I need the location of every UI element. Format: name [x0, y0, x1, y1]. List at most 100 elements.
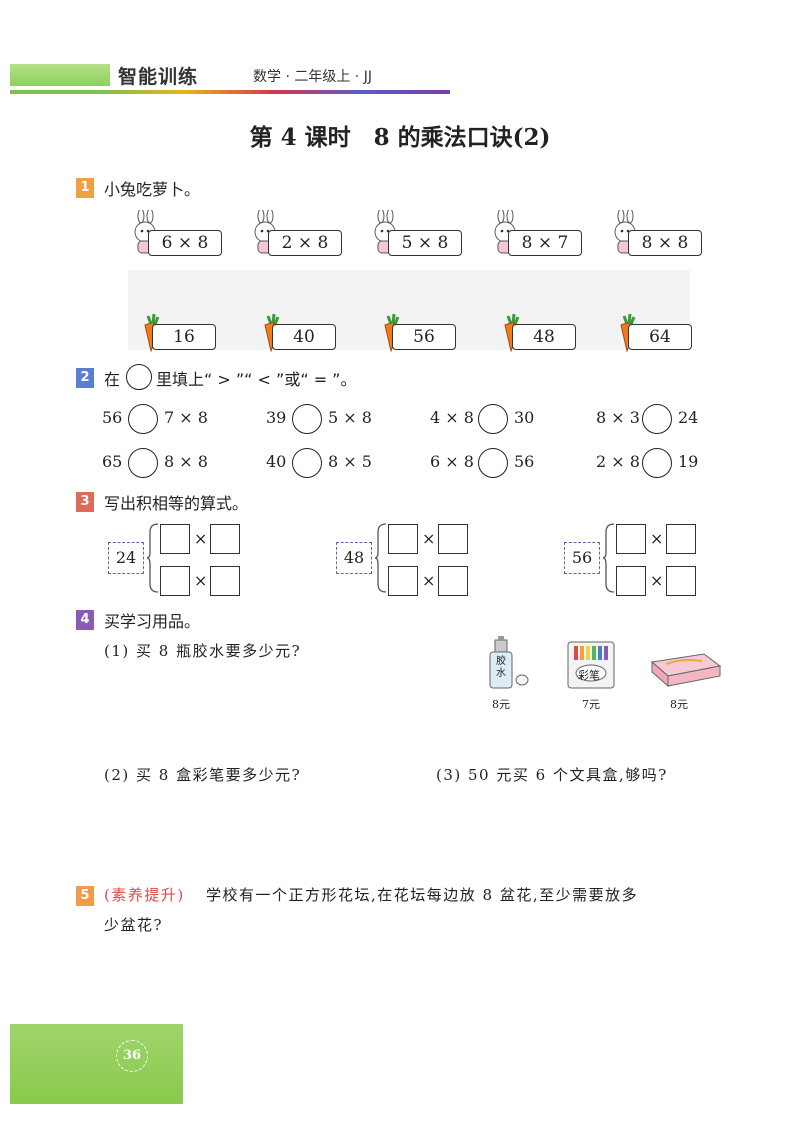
answer-circle[interactable] [478, 404, 508, 434]
rabbit-card: 6 × 8 [130, 210, 222, 258]
compare-right: 30 [514, 408, 535, 427]
book-subtitle: 数学 · 二年级上 · JJ [253, 69, 372, 85]
factor-box[interactable] [160, 524, 190, 554]
carrot-value: 64 [628, 324, 692, 350]
footer-green-block [10, 1024, 183, 1104]
answer-circle[interactable] [642, 448, 672, 478]
page-number: 36 [116, 1040, 148, 1072]
rabbit-card: 5 × 8 [370, 210, 462, 258]
factor-box[interactable] [210, 566, 240, 596]
pencil-case-icon [650, 653, 722, 688]
compare-right: 5 × 8 [328, 408, 372, 427]
answer-circle[interactable] [292, 404, 322, 434]
factor-box[interactable] [160, 566, 190, 596]
glue-label: 胶水 [496, 656, 506, 679]
carrot-value: 16 [152, 324, 216, 350]
rabbit-expression: 8 × 8 [628, 230, 702, 256]
times-sign: × [650, 571, 664, 590]
lesson-title: 第 4 课时 8 的乘法口诀(2) [249, 124, 551, 151]
carrot-card: 56 [378, 312, 468, 352]
rabbit-card: 8 × 8 [610, 210, 702, 258]
compare-right: 19 [678, 452, 699, 471]
factor-box[interactable] [438, 524, 468, 554]
product-number: 56 [564, 542, 600, 574]
pencil-case-price: 8元 [670, 698, 688, 711]
times-sign: × [422, 529, 436, 548]
carrot-card: 64 [614, 312, 704, 352]
question-4-text: 买学习用品。 [104, 612, 201, 631]
sub-question-3: (3) 50 元买 6 个文具盒,够吗? [436, 766, 668, 784]
brand-title: 智能训练 [118, 66, 199, 88]
compare-left: 39 [266, 408, 287, 427]
glue-bottle-icon [489, 636, 529, 689]
question-5-line-1: 学校有一个正方形花坛,在花坛每边放 8 盆花,至少需要放多 [206, 886, 639, 904]
product-number: 24 [108, 542, 144, 574]
rabbit-card: 8 × 7 [490, 210, 582, 258]
question-5-line-2: 少盆花? [104, 916, 164, 934]
times-sign: × [194, 571, 208, 590]
sub-question-2: (2) 买 8 盒彩笔要多少元? [104, 766, 302, 784]
glue-price: 8元 [492, 698, 510, 711]
answer-circle[interactable] [128, 404, 158, 434]
times-sign: × [194, 529, 208, 548]
compare-left: 6 × 8 [430, 452, 474, 471]
compare-right: 8 × 5 [328, 452, 372, 471]
rabbit-expression: 6 × 8 [148, 230, 222, 256]
compare-right: 7 × 8 [164, 408, 208, 427]
rabbit-expression: 2 × 8 [268, 230, 342, 256]
question-2-text-b: 里填上“ > ”“ < ”或“ = ”。 [156, 370, 357, 389]
question-number-4: 4 [76, 610, 94, 630]
answer-circle-example [126, 364, 152, 390]
factor-box[interactable] [388, 524, 418, 554]
rabbit-expression: 5 × 8 [388, 230, 462, 256]
compare-left: 65 [102, 452, 123, 471]
answer-circle[interactable] [292, 448, 322, 478]
times-sign: × [422, 571, 436, 590]
factor-box[interactable] [438, 566, 468, 596]
header-rule [10, 90, 450, 94]
question-number-1: 1 [76, 178, 94, 198]
brace-icon [374, 523, 387, 593]
compare-left: 56 [102, 408, 123, 427]
compare-right: 8 × 8 [164, 452, 208, 471]
answer-circle[interactable] [478, 448, 508, 478]
brace-icon [146, 523, 159, 593]
rabbit-expression: 8 × 7 [508, 230, 582, 256]
factor-box[interactable] [616, 566, 646, 596]
carrot-card: 40 [258, 312, 348, 352]
brace-icon [602, 523, 615, 593]
compare-left: 40 [266, 452, 287, 471]
compare-left: 2 × 8 [596, 452, 640, 471]
carrot-value: 40 [272, 324, 336, 350]
carrot-card: 48 [498, 312, 588, 352]
carrot-value: 48 [512, 324, 576, 350]
factor-box[interactable] [666, 524, 696, 554]
compare-right: 24 [678, 408, 699, 427]
carrot-card: 16 [138, 312, 228, 352]
question-number-5: 5 [76, 886, 94, 906]
compare-left: 8 × 3 [596, 408, 640, 427]
pens-price: 7元 [582, 698, 600, 711]
factor-box[interactable] [388, 566, 418, 596]
carrot-value: 56 [392, 324, 456, 350]
pens-label: 彩笔 [578, 669, 600, 682]
color-pens-icon [567, 641, 615, 689]
answer-circle[interactable] [642, 404, 672, 434]
times-sign: × [650, 529, 664, 548]
header-green-bar [10, 64, 110, 86]
factor-box[interactable] [666, 566, 696, 596]
compare-left: 4 × 8 [430, 408, 474, 427]
answer-circle[interactable] [128, 448, 158, 478]
question-2-text-a: 在 [104, 370, 121, 389]
compare-right: 56 [514, 452, 535, 471]
question-3-text: 写出积相等的算式。 [104, 494, 249, 513]
factor-box[interactable] [616, 524, 646, 554]
question-1-text: 小兔吃萝卜。 [104, 180, 201, 199]
factor-box[interactable] [210, 524, 240, 554]
rabbit-card: 2 × 8 [250, 210, 342, 258]
product-number: 48 [336, 542, 372, 574]
sub-question-1: (1) 买 8 瓶胶水要多少元? [104, 642, 302, 660]
literacy-tag: (素养提升) [104, 886, 185, 904]
question-number-2: 2 [76, 368, 94, 388]
question-number-3: 3 [76, 492, 94, 512]
